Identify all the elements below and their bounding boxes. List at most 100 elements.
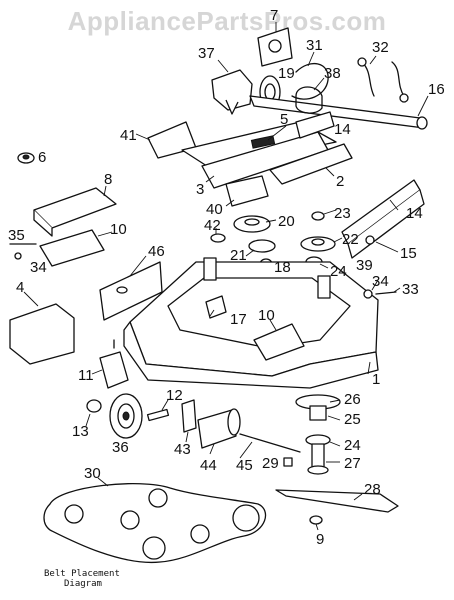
leader-24b bbox=[329, 441, 341, 447]
callout-32: 32 bbox=[372, 39, 389, 56]
part-33-bolt bbox=[375, 291, 397, 295]
leader-30 bbox=[97, 477, 109, 487]
callout-37: 37 bbox=[198, 45, 215, 62]
leader-37 bbox=[217, 59, 229, 73]
belt-pulley-b bbox=[120, 510, 140, 530]
part-9-washer bbox=[309, 515, 323, 525]
leader-38 bbox=[313, 77, 325, 91]
leader-1 bbox=[367, 361, 371, 375]
part-34-washer bbox=[363, 289, 373, 299]
watermark: AppliancePartsPros.com bbox=[68, 6, 387, 36]
callout-43: 43 bbox=[174, 441, 191, 458]
part-2-frame bbox=[269, 143, 353, 185]
part-21-pulley bbox=[248, 239, 276, 253]
part-29-spacer bbox=[283, 457, 293, 467]
callout-25: 25 bbox=[344, 411, 361, 428]
part-10-cover bbox=[39, 229, 105, 267]
belt-placement-diagram: Belt Placement Diagram bbox=[43, 483, 267, 589]
belt-pulley-f bbox=[232, 504, 260, 532]
belt-pulley-a bbox=[64, 504, 84, 524]
part-32-end-b bbox=[399, 93, 409, 103]
leader-41 bbox=[135, 133, 151, 141]
leader-25 bbox=[327, 415, 341, 421]
part-32-spring-b bbox=[391, 61, 405, 97]
leader-34b bbox=[371, 279, 379, 291]
part-44-end bbox=[227, 408, 241, 436]
callout-1: 1 bbox=[372, 371, 380, 388]
belt-pulley-c bbox=[148, 488, 168, 508]
leader-28 bbox=[353, 493, 363, 501]
part-1-deck-well bbox=[167, 277, 351, 349]
part-42-washer bbox=[210, 233, 226, 243]
part-28-blade bbox=[275, 489, 399, 513]
part-1-deck-skirt bbox=[123, 321, 379, 389]
leader-13 bbox=[85, 413, 91, 427]
part-31-guard bbox=[291, 62, 329, 100]
callout-40: 40 bbox=[206, 201, 223, 218]
callout-35: 35 bbox=[8, 227, 25, 244]
part-32-spring-a bbox=[361, 61, 375, 97]
callout-7: 7 bbox=[270, 7, 278, 24]
part-34-clip bbox=[14, 252, 22, 260]
part-46-guard bbox=[99, 261, 163, 321]
callout-27: 27 bbox=[344, 455, 361, 472]
leader-44 bbox=[209, 443, 215, 455]
part-43-bracket bbox=[181, 399, 197, 433]
callout-42: 42 bbox=[204, 217, 221, 234]
leader-4 bbox=[23, 291, 39, 307]
leader-10a bbox=[97, 231, 113, 237]
callout-26: 26 bbox=[344, 391, 361, 408]
leader-24a bbox=[319, 263, 329, 269]
leader-26 bbox=[329, 399, 341, 403]
part-45-rod bbox=[239, 433, 301, 453]
callout-19: 19 bbox=[278, 65, 295, 82]
callout-31: 31 bbox=[306, 37, 323, 54]
mount-frame bbox=[147, 111, 425, 259]
part-4-guard bbox=[9, 303, 75, 365]
callout-45: 45 bbox=[236, 457, 253, 474]
callout-15: 15 bbox=[400, 245, 417, 262]
part-30-belt bbox=[43, 483, 267, 564]
part-20-hub bbox=[244, 218, 260, 226]
leader-40 bbox=[225, 199, 235, 207]
leader-15 bbox=[375, 241, 399, 253]
callout-8: 8 bbox=[104, 171, 112, 188]
part-13-nut bbox=[86, 399, 102, 413]
leader-32 bbox=[369, 55, 377, 65]
lower-parts bbox=[86, 339, 399, 525]
callout-41: 41 bbox=[120, 127, 137, 144]
part-7-hole bbox=[268, 39, 282, 53]
callout-21: 21 bbox=[230, 247, 247, 264]
leader-8 bbox=[103, 185, 107, 197]
part-12-pin bbox=[146, 408, 170, 422]
callout-36: 36 bbox=[112, 439, 129, 456]
callout-6: 6 bbox=[38, 149, 46, 166]
leader-31 bbox=[307, 51, 315, 67]
callout-10a: 10 bbox=[110, 221, 127, 238]
callout-14b: 14 bbox=[406, 205, 423, 222]
part-25-bearing bbox=[309, 405, 327, 421]
callout-44: 44 bbox=[200, 457, 217, 474]
callout-10b: 10 bbox=[258, 307, 275, 324]
callout-numbers: 7 37 31 32 19 38 16 6 41 5 14 8 3 2 40 2… bbox=[8, 7, 445, 548]
mower-deck bbox=[123, 257, 397, 389]
callout-30: 30 bbox=[84, 465, 101, 482]
callout-3: 3 bbox=[196, 181, 204, 198]
callout-20: 20 bbox=[278, 213, 295, 230]
callout-24b: 24 bbox=[344, 437, 361, 454]
callout-16: 16 bbox=[428, 81, 445, 98]
callout-24a: 24 bbox=[330, 263, 347, 280]
callout-9: 9 bbox=[316, 531, 324, 548]
part-27-base bbox=[307, 465, 329, 475]
leader-21 bbox=[245, 249, 255, 257]
callout-5: 5 bbox=[280, 111, 288, 128]
part-15-bolt bbox=[365, 235, 375, 245]
left-parts bbox=[9, 152, 163, 365]
part-22-hub bbox=[311, 238, 325, 246]
part-14-bracket bbox=[295, 111, 335, 139]
callout-29: 29 bbox=[262, 455, 279, 472]
leader-33 bbox=[393, 287, 401, 293]
leader-2 bbox=[325, 167, 335, 177]
callout-38: 38 bbox=[324, 65, 341, 82]
